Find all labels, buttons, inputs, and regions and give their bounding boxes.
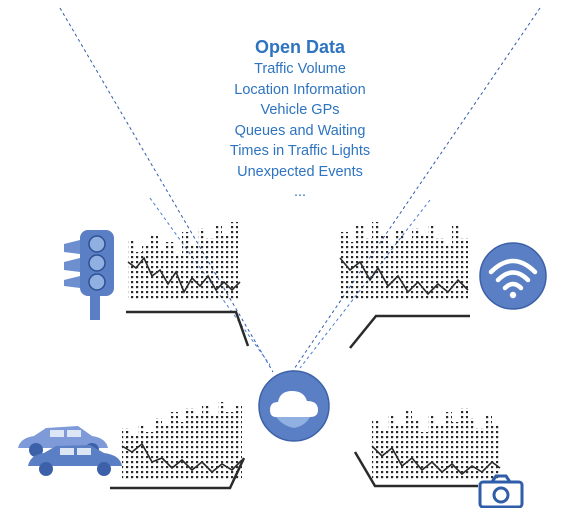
list-item-ellipsis: ... [293,184,307,200]
data-chart-top-left [126,222,250,347]
open-data-list: Open Data Traffic Volume Location Inform… [175,36,425,203]
data-chart-bottom-right [353,408,501,488]
traffic-light-icon [64,230,114,320]
open-data-heading: Open Data [254,37,346,57]
data-chart-bottom-left [110,402,246,490]
list-item: Traffic Volume [254,61,346,77]
wifi-icon [479,242,547,310]
cars-icon [18,426,122,476]
data-chart-top-right [339,222,470,349]
list-item: Unexpected Events [237,163,363,180]
list-item: Queues and Waiting [234,122,366,139]
list-item: Vehicle GPs [260,102,340,118]
list-item: Times in Traffic Lights [229,143,371,159]
list-item: Location Information [234,81,366,98]
cloud-icon [258,370,330,442]
camera-icon [478,474,524,508]
